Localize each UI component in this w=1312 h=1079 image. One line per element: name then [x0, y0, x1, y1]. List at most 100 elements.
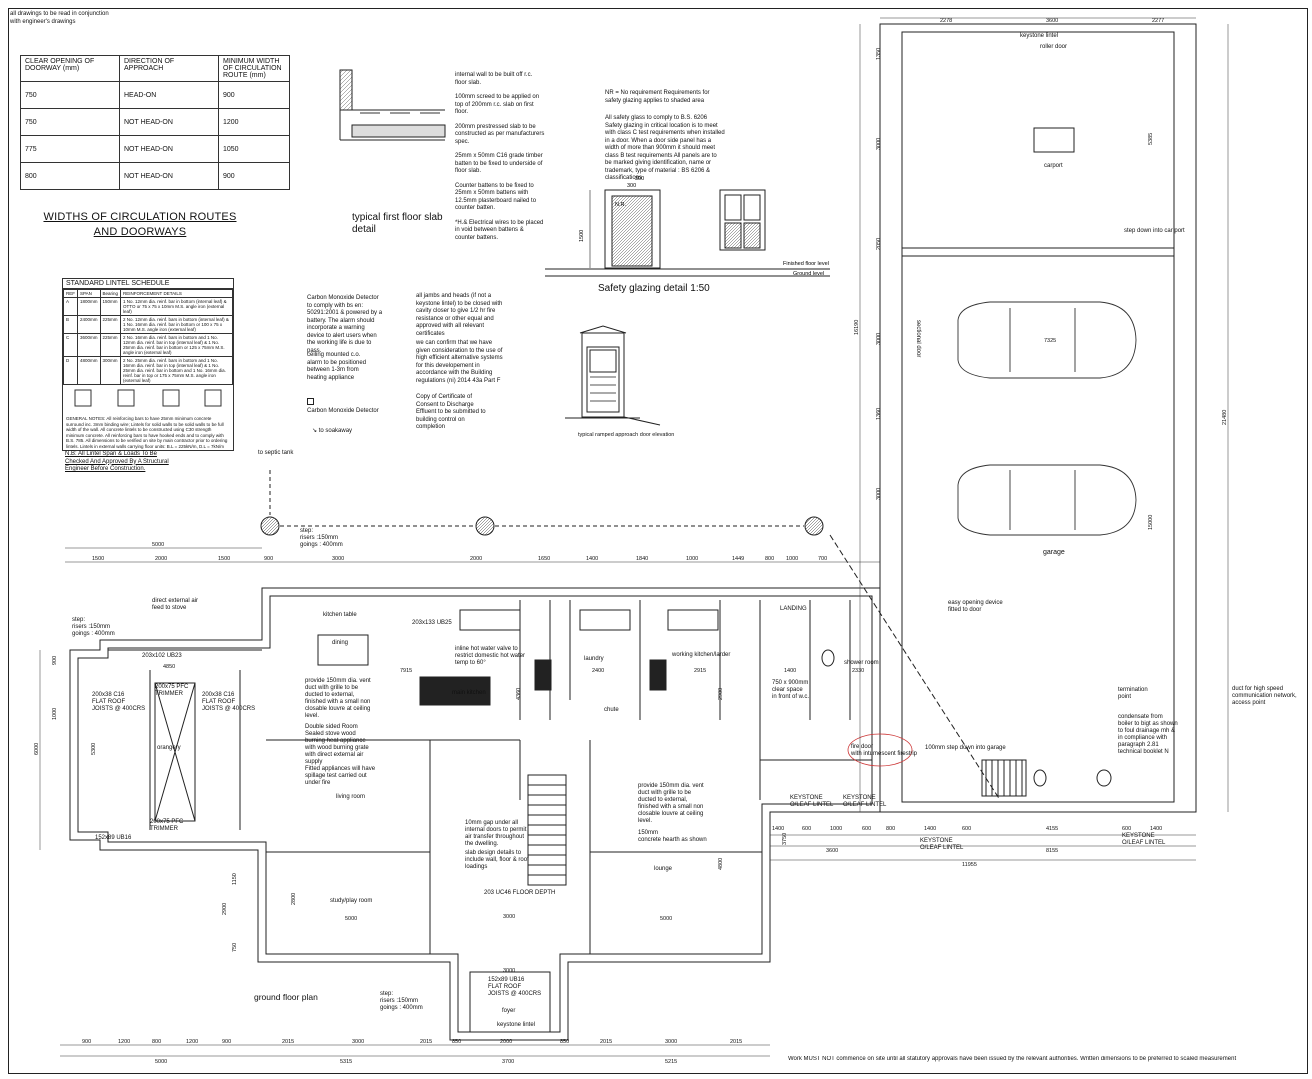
dim-label: 5300 — [91, 743, 97, 755]
table-cell: 1200 — [218, 108, 290, 136]
plan-note: fire door with intumescent firestrip — [851, 744, 918, 757]
plan-note: 200x38 C16 FLAT ROOF JOISTS @ 400CRS — [202, 692, 256, 712]
dim-label: 800 — [152, 1039, 161, 1045]
plan-note: 750 x 900mm clear space in front of w.c. — [772, 680, 810, 700]
table-cell: 800 — [20, 162, 120, 190]
table-cell: 4800mm — [77, 356, 101, 385]
dim-label: 2000 — [155, 556, 167, 562]
co-legend-label: Carbon Monoxide Detector — [307, 408, 379, 414]
table-header-row: REF SPAN Bearing REINFORCEMENT DETAILS — [63, 289, 233, 298]
dim-label: 8155 — [1046, 848, 1058, 854]
ground-level-label: Ground level — [793, 271, 824, 277]
table-cell: D — [63, 356, 78, 385]
dim-label: 1000 — [830, 826, 842, 832]
ceiling-note: ceiling mounted c.o. alarm to be positio… — [307, 352, 367, 381]
dim-label: 3000 — [665, 1039, 677, 1045]
dim-label: 2278 — [940, 18, 952, 24]
table-header: MINIMUM WIDTH OF CIRCULATION ROUTE (mm) — [218, 55, 290, 82]
dim-label: 5000 — [345, 916, 357, 922]
nr-label: N.R. — [615, 202, 626, 208]
room-label: dining — [332, 640, 349, 646]
table-row: 750 NOT HEAD-ON 1200 — [20, 108, 290, 136]
dim-label: 5315 — [340, 1059, 352, 1065]
dim-label: 15000 — [1148, 515, 1154, 530]
dim-label: 5000 — [152, 542, 164, 548]
plan-note: condensate from boiler to bigt as shown … — [1118, 714, 1178, 755]
dim-label: 3600 — [826, 848, 838, 854]
plan-note: 203x102 UB23 — [142, 653, 182, 659]
confirm-note: we can confirm that we have given consid… — [416, 340, 503, 384]
plan-title: ground floor plan — [254, 992, 318, 1002]
dim-label: 700 — [818, 556, 827, 562]
plan-note: KEYSTONE O/LEAF LINTEL — [843, 795, 887, 808]
dim-label: 4850 — [163, 664, 175, 670]
dim-label: 3000 — [876, 138, 882, 150]
glazing-notes: NR = No requirement Requirements for saf… — [605, 90, 725, 183]
co-detector-note: Carbon Monoxide Detector to comply with … — [307, 295, 383, 354]
room-label: shower room — [844, 660, 879, 666]
table-cell: 2 No. 16mm dia. reinf. bars in bottom an… — [120, 333, 233, 357]
table-cell: 1050 — [218, 135, 290, 163]
co-legend: Carbon Monoxide Detector — [307, 390, 407, 416]
room-label: orangery — [157, 745, 181, 751]
dim-label: 5385 — [1148, 133, 1154, 145]
table-cell: A — [63, 297, 78, 316]
dim-label: 3000 — [352, 1039, 364, 1045]
dim-label: 3000 — [503, 914, 515, 920]
septic-label: to septic tank — [258, 450, 294, 456]
dim-300: 300 — [635, 176, 644, 182]
plan-note: slab design details to include wall, flo… — [465, 850, 529, 870]
dim-label: 5000 — [155, 1059, 167, 1065]
room-label: garage — [1043, 549, 1065, 556]
dim-label: 7325 — [1044, 338, 1056, 344]
ramped-door-elevation — [565, 325, 661, 426]
plan-note: KEYSTONE O/LEAF LINTEL — [790, 795, 834, 808]
plan-note: sectional door — [915, 320, 921, 358]
slab-note: 25mm x 50mm C16 grade timber batten to b… — [455, 153, 543, 174]
footer-note: Work MUST NOT commence on site until all… — [788, 1056, 1237, 1062]
room-label: main kitchen — [452, 690, 486, 696]
table-cell: HEAD-ON — [119, 81, 219, 109]
top-note: all drawings to be read in conjunction w… — [10, 11, 109, 25]
dim-label: 2330 — [852, 668, 864, 674]
plan-note: 150mm concrete hearth as shown — [638, 830, 707, 843]
dim-label: 4155 — [1046, 826, 1058, 832]
room-label: carport — [1044, 163, 1063, 169]
table-cell: 900 — [218, 162, 290, 190]
glazing-note: NR = No requirement Requirements for saf… — [605, 90, 710, 104]
table-row: 750 HEAD-ON 900 — [20, 81, 290, 109]
dim-label: 850 — [560, 1039, 569, 1045]
room-label: foyer — [502, 1008, 516, 1014]
dim-label: 2915 — [694, 668, 706, 674]
plan-note: direct external air feed to stove — [152, 598, 199, 611]
manhole-icon — [804, 516, 824, 536]
dim-label: 2277 — [1152, 18, 1164, 24]
lintel-nb: N.B: All Lintel Span & Loads To Be Check… — [65, 451, 169, 472]
glazing-caption: Safety glazing detail 1:50 — [598, 283, 710, 294]
dim-label: 3000 — [876, 333, 882, 345]
soakaway-label: to soakaway — [318, 427, 353, 434]
dim-label: 21480 — [1222, 410, 1228, 425]
drawing-frame — [8, 8, 1308, 1074]
dim-1500: 1500 — [579, 230, 585, 242]
dim-label: 3000 — [876, 488, 882, 500]
dim-label: 16190 — [854, 320, 860, 335]
manhole-icon — [260, 516, 280, 536]
lintel-title: STANDARD LINTEL SCHEDULE — [63, 279, 233, 289]
table-cell: 750 — [20, 81, 120, 109]
jambs-note: all jambs and heads (if not a keystone l… — [416, 293, 503, 337]
plan-note: easy opening device fitted to door — [948, 600, 1003, 613]
plan-note: 203 UC46 FLOOR DEPTH — [484, 890, 556, 896]
dim-label: 600 — [1122, 826, 1131, 832]
dim-label: 2015 — [600, 1039, 612, 1045]
dim-label: 6000 — [34, 743, 40, 755]
dim-label: 3600 — [1046, 18, 1058, 24]
car-icon-1 — [957, 301, 1137, 379]
finished-floor-label: Finished floor level — [783, 261, 829, 267]
dim-label: 2900 — [222, 903, 228, 915]
circulation-table: CLEAR OPENING OF DOORWAY (mm) DIRECTION … — [20, 55, 290, 190]
plan-note: roller door — [1040, 44, 1068, 50]
